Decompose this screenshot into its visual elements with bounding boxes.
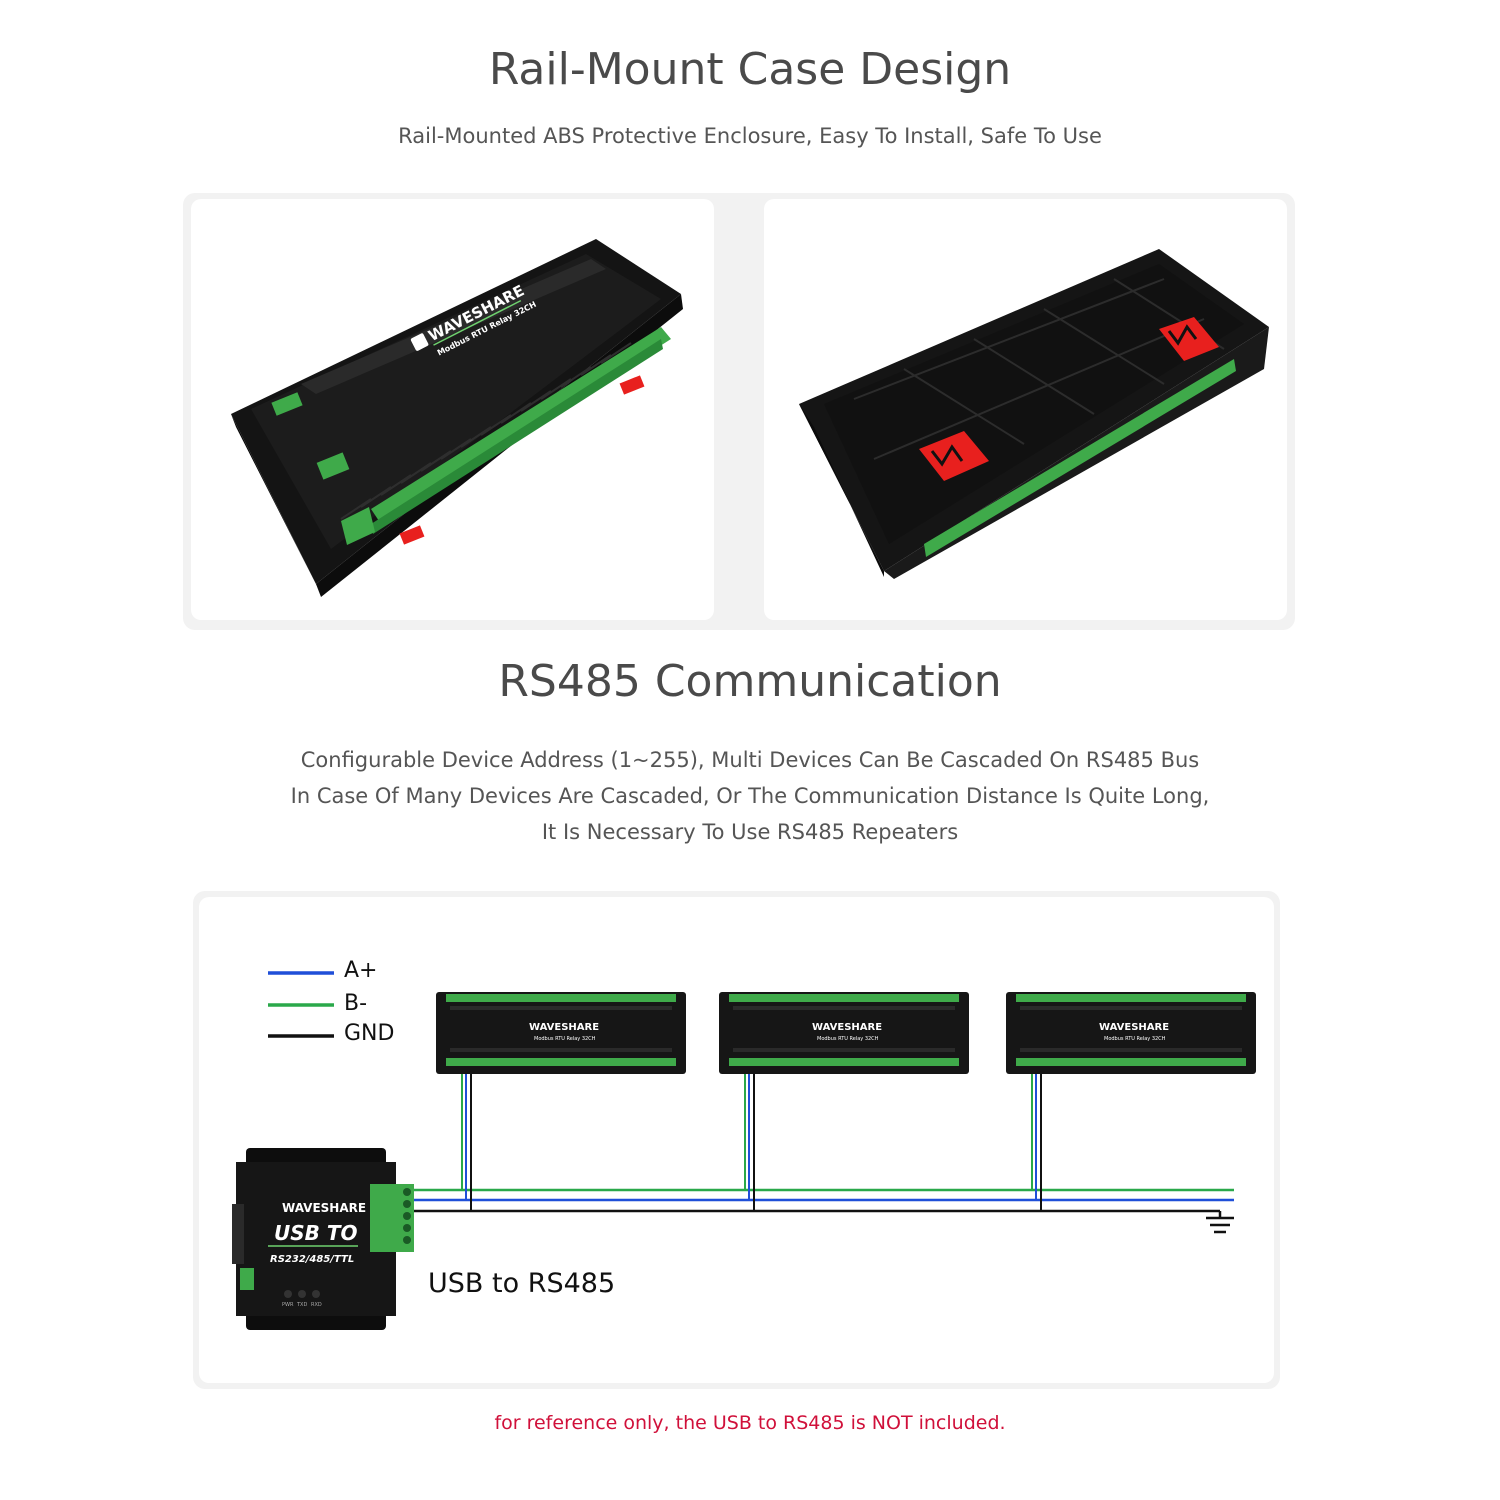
drop-wires-2 xyxy=(744,1070,755,1211)
relay-module-3: WAVESHARE Modbus RTU Relay 32CH xyxy=(1006,992,1256,1074)
rs485-description: Configurable Device Address (1~255), Mul… xyxy=(0,742,1500,850)
ground-symbol xyxy=(1206,1211,1234,1234)
device-front-photo: WAVESHARE Modbus RTU Relay 32CH xyxy=(191,199,714,620)
relay-device-front-illustration: WAVESHARE Modbus RTU Relay 32CH xyxy=(231,239,683,597)
rs485-description-line: In Case Of Many Devices Are Cascaded, Or… xyxy=(290,784,1210,808)
rs485-description-line: It Is Necessary To Use RS485 Repeaters xyxy=(541,820,959,844)
usb-converter: WAVESHARE USB TO RS232/485/TTL PWR TXD R… xyxy=(232,1148,414,1330)
module-model-text: Modbus RTU Relay 32CH xyxy=(1104,1036,1166,1042)
device-back-photo xyxy=(764,199,1287,620)
relay-module-2: WAVESHARE Modbus RTU Relay 32CH xyxy=(719,992,969,1074)
module-brand-text: WAVESHARE xyxy=(812,1022,882,1033)
relay-module-1: WAVESHARE Modbus RTU Relay 32CH xyxy=(436,992,686,1074)
drop-wires-1 xyxy=(461,1070,472,1211)
relay-device-back-illustration xyxy=(799,249,1269,579)
section-subtitle-rail-mount: Rail-Mounted ABS Protective Enclosure, E… xyxy=(398,124,1102,148)
converter-led-label: RXD xyxy=(311,1302,322,1308)
section-title-rs485: RS485 Communication xyxy=(498,656,1002,707)
converter-brand-text: WAVESHARE xyxy=(282,1201,366,1215)
drop-wires-3 xyxy=(1031,1070,1042,1211)
module-brand-text: WAVESHARE xyxy=(529,1022,599,1033)
legend-label-a: A+ xyxy=(344,958,378,983)
module-brand-text: WAVESHARE xyxy=(1099,1022,1169,1033)
converter-title-text: USB TO xyxy=(274,1221,358,1245)
din-clip-1 xyxy=(919,431,989,481)
converter-led-label: TXD xyxy=(296,1302,307,1308)
din-clip-2 xyxy=(1159,317,1219,361)
module-model-text: Modbus RTU Relay 32CH xyxy=(534,1036,596,1042)
legend-label-gnd: GND xyxy=(344,1021,395,1046)
converter-led-label: PWR xyxy=(282,1302,294,1308)
module-model-text: Modbus RTU Relay 32CH xyxy=(817,1036,879,1042)
rs485-description-line: Configurable Device Address (1~255), Mul… xyxy=(300,748,1200,772)
reference-footnote: for reference only, the USB to RS485 is … xyxy=(494,1412,1006,1434)
section-title-rail-mount: Rail-Mount Case Design xyxy=(488,44,1012,95)
usb-to-rs485-label: USB to RS485 xyxy=(428,1268,616,1299)
converter-subtitle-text: RS232/485/TTL xyxy=(270,1254,354,1265)
legend-label-b: B- xyxy=(344,991,368,1016)
